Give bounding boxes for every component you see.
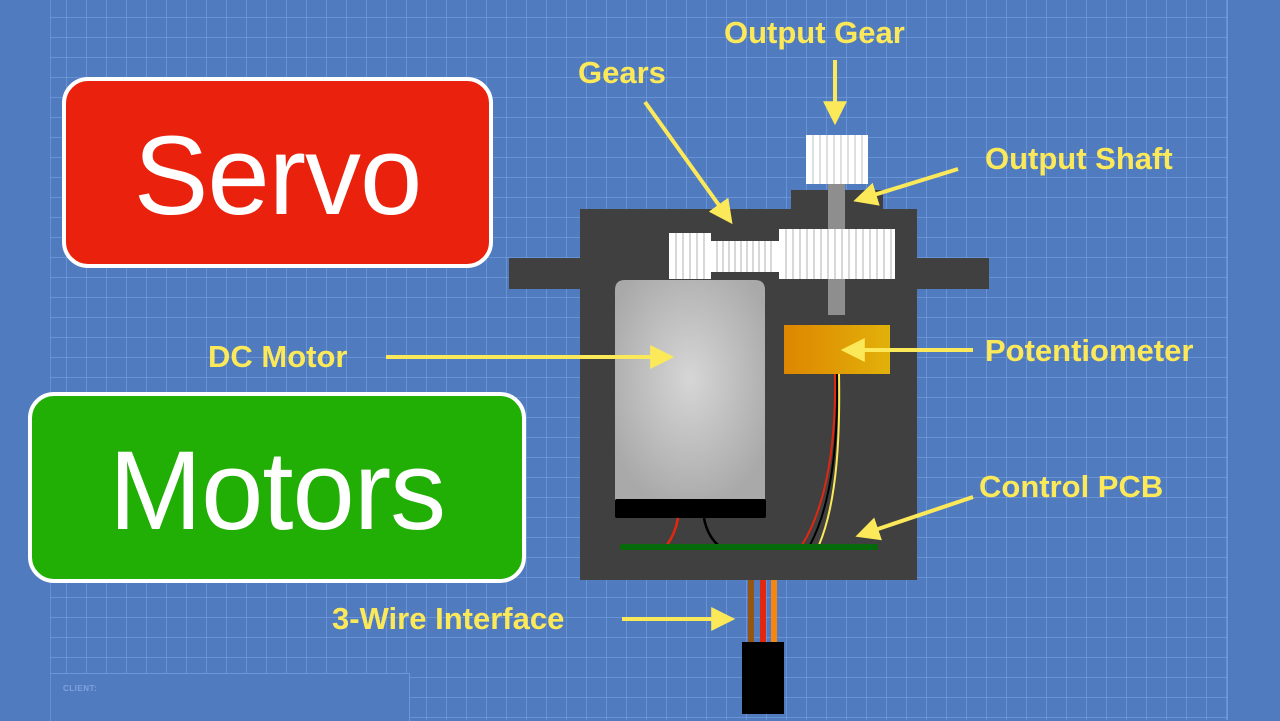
wire-brown (748, 580, 754, 642)
connector (742, 642, 784, 714)
callout-arrows (386, 60, 974, 631)
label-gears: Gears (578, 55, 666, 90)
servo-title: Servo (133, 112, 423, 238)
arrow-gears (643, 100, 733, 225)
arrow-output-shaft (853, 167, 959, 206)
dc-motor (615, 280, 766, 546)
wire-red (760, 580, 766, 642)
label-output-shaft: Output Shaft (985, 141, 1173, 176)
label-potentiometer: Potentiometer (985, 333, 1194, 368)
client-label: CLIENT: (63, 684, 98, 693)
pot-wires (801, 373, 841, 546)
motors-title: Motors (108, 427, 446, 553)
label-output-gear: Output Gear (724, 15, 905, 50)
servo-title-box: Servo (62, 77, 493, 268)
three-wire-cable (742, 580, 784, 714)
gear-train (669, 229, 895, 279)
label-dc-motor: DC Motor (208, 339, 348, 374)
label-control-pcb: Control PCB (979, 469, 1164, 504)
title-block: CLIENT: (50, 673, 410, 721)
motors-title-box: Motors (28, 392, 526, 583)
pinion-gear (711, 241, 779, 272)
motor-wire-black (702, 517, 719, 546)
label-three-wire-interface: 3-Wire Interface (332, 601, 565, 636)
wire-orange (771, 580, 777, 642)
motor-can (615, 280, 765, 500)
output-gear (806, 135, 868, 184)
large-gear (779, 229, 895, 279)
motor-wire-red (665, 517, 680, 546)
control-pcb (620, 544, 878, 550)
arrow-control-pcb (855, 495, 974, 541)
motor-endcap (615, 499, 766, 518)
